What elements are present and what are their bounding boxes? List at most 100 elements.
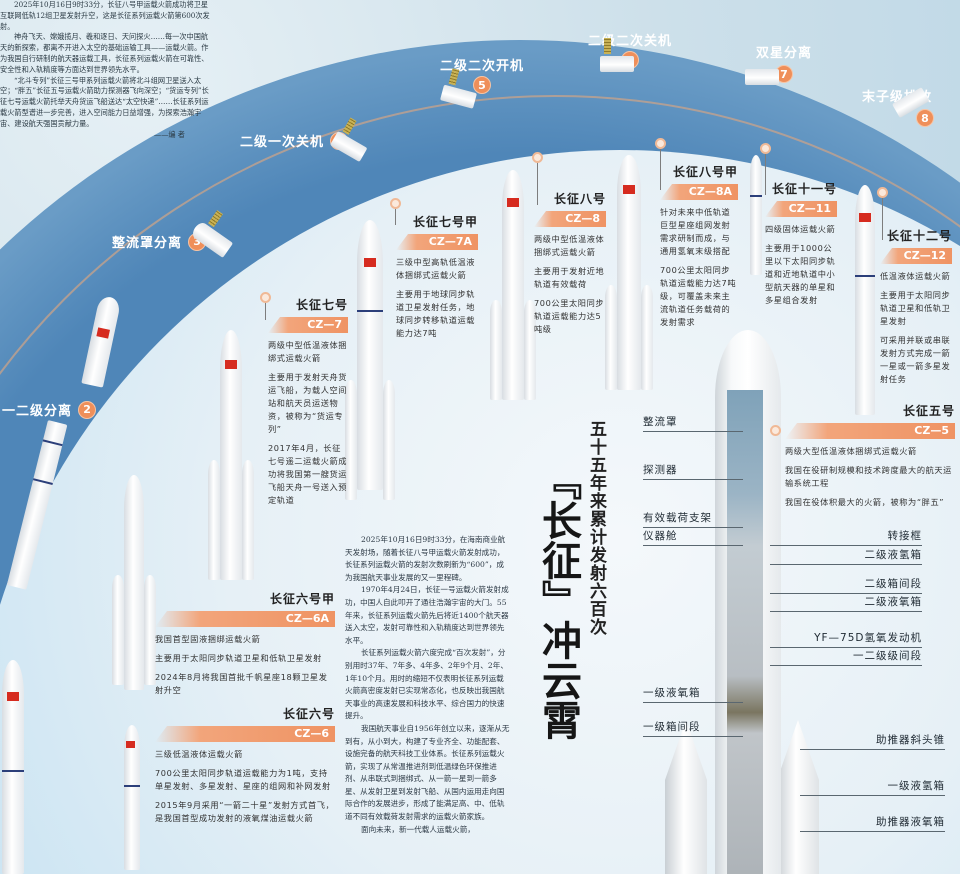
intro-paragraph: 神舟飞天、嫦娥揽月、羲和逐日、天问探火……每一次中国航天的新探索，都离不开进入太… (0, 32, 209, 74)
rocket-desc: 700公里太阳同步轨道运载能力达7吨级，可覆盖未来主流轨道任务载荷的发射需求 (660, 265, 737, 327)
label-payload-adapter: 有效载荷支架 (643, 510, 743, 528)
rocket-code: CZ—12 (880, 248, 952, 264)
rocket-desc: 低温液体运载火箭 (880, 271, 951, 281)
rocket-code: CZ—5 (785, 423, 955, 439)
label-booster-nose-cone: 助推器斜头锥 (800, 732, 945, 750)
rocket-desc: 两级中型低温液体捆绑式运载火箭 (268, 340, 348, 363)
connector-line (660, 145, 661, 190)
headline-subtitle: 五十五年来累计发射六百次 (586, 420, 606, 636)
rocket-desc: 主要用于发射近地轨道有效载荷 (534, 266, 605, 289)
rocket-desc: 我国在役研制规模和技术跨度最大的航天运输系统工程 (785, 465, 952, 488)
rocket-name: 长征七号 (295, 298, 348, 312)
rocket-code: CZ—8A (660, 184, 738, 200)
label-probe: 探测器 (643, 462, 743, 480)
label-adapter-frame: 转接框 (770, 528, 922, 546)
rocket-desc: 主要用于太阳同步轨道卫星和低轨卫星发射 (155, 653, 322, 663)
flight-step-5: 二级二次开机 5 (440, 55, 524, 94)
rocket-desc: 2015年9月采用“一箭二十星”发射方式首飞，是我国首型成功发射的液氧煤油运载火… (155, 800, 335, 823)
connector-line (395, 205, 396, 225)
card-cz7: 长征七号 CZ—7 两级中型低温液体捆绑式运载火箭 主要用于发射天舟货运飞船，为… (268, 296, 348, 507)
step-number-badge: 5 (473, 76, 491, 94)
flight-step-7: 双星分离 7 (756, 42, 812, 83)
rocket-code: CZ—8 (534, 211, 606, 227)
rocket-name: 长征六号 (282, 707, 335, 721)
article-paragraph: 2025年10月16日9时33分，在海南商业航天发射场，随着长征八号甲运载火箭发… (345, 535, 506, 582)
card-cz8a: 长征八号甲 CZ—8A 针对未来中低轨道巨型星座组网发射需求研制而成，与通用氢氧… (660, 163, 738, 329)
step-label: 整流罩分离 (112, 236, 183, 251)
rocket-name: 长征八号甲 (672, 165, 738, 179)
article-paragraph: 1970年4月24日，长征一号运载火箭发射成功，中国人自此叩开了通往浩瀚宇宙的大… (345, 585, 509, 645)
label-stage2-lox-tank: 二级液氧箱 (770, 594, 922, 612)
rocket-name: 长征八号 (553, 192, 606, 206)
step-number-badge: 8 (916, 109, 934, 127)
rocket-desc: 四级固体运载火箭 (765, 224, 836, 234)
label-interstage: 一二级级间段 (770, 648, 922, 666)
orbit-marker-dot (770, 425, 781, 436)
card-cz8: 长征八号 CZ—8 两级中型低温液体捆绑式运载火箭 主要用于发射近地轨道有效载荷… (534, 190, 606, 336)
card-cz12: 长征十二号 CZ—12 低温液体运载火箭 主要用于太阳同步轨道卫星和低轨卫星发射… (880, 227, 952, 386)
article-body: 2025年10月16日9时33分，在海南商业航天发射场，随着长征八号甲运载火箭发… (345, 534, 510, 836)
card-cz11: 长征十一号 CZ—11 四级固体运载火箭 主要用于1000公里以下太阳同步轨道和… (765, 180, 837, 307)
rocket-desc: 可采用并联或串联发射方式完成一箭一星或一箭多星发射任务 (880, 335, 951, 384)
label-stage2-intertank: 二级箱间段 (770, 576, 922, 594)
card-cz5: 长征五号 CZ—5 两级大型低温液体捆绑式运载火箭 我国在役研制规模和技术跨度最… (785, 402, 955, 509)
article-paragraph: 面向未来，新一代载人运载火箭， (361, 824, 475, 834)
rocket-code: CZ—11 (765, 201, 837, 217)
flight-step-2: 一二级分离 2 (2, 400, 97, 419)
rocket-code: CZ—7 (268, 317, 348, 333)
step-label: 双星分离 (756, 46, 813, 61)
intro-paragraph: 2025年10月16日9时33分，长征八号甲运载火箭成功将卫星互联网低轨12组卫… (0, 0, 210, 31)
label-fairing: 整流罩 (643, 414, 743, 432)
rocket-name: 长征十一号 (771, 182, 837, 196)
card-cz7a: 长征七号甲 CZ—7A 三级中型高轨低温液体捆绑式运载火箭 主要用于地球同步轨道… (396, 213, 478, 340)
rocket-desc: 主要用于地球同步轨道卫星发射任务，地球同步转移轨道运载能力达7吨 (396, 289, 476, 338)
intro-text: 2025年10月16日9时33分，长征八号甲运载火箭成功将卫星互联网低轨12组卫… (0, 0, 215, 140)
rocket-desc: 主要用于1000公里以下太阳同步轨道和近地轨道中小型航天器的单星和多星组合发射 (765, 243, 836, 305)
article-paragraph: 我国航天事业自1956年创立以来，逐渐从无到有，从小到大，构建了专业齐全、功能配… (345, 723, 510, 822)
rocket-desc: 700公里太阳同步轨道运载能力为1吨，支持单星发射、多星发射、星座的组网和补网发… (155, 768, 331, 791)
connector-line (882, 195, 883, 240)
article-paragraph: 长征系列运载火箭六度完成“百次发射”，分别用时37年、7年多、4年多、2年9个月… (345, 648, 508, 721)
cutaway-section (727, 390, 763, 874)
step-number-badge: 7 (775, 65, 793, 83)
rocket-desc: 主要用于发射天舟货运飞船，为载人空间站和航天员运送物资，被称为“货运专列” (268, 372, 348, 434)
connector-line (765, 150, 766, 195)
rocket-name: 长征十二号 (886, 229, 952, 243)
rocket-desc: 针对未来中低轨道巨型星座组网发射需求研制而成，与通用氢氧末级搭配 (660, 207, 731, 256)
card-cz6a: 长征六号甲 CZ—6A 我国首型固液捆绑运载火箭 主要用于太阳同步轨道卫星和低轨… (155, 590, 335, 697)
rocket-desc: 2024年8月将我国首批千帆星座18颗卫星发射升空 (155, 672, 328, 695)
rocket-name: 长征六号甲 (269, 592, 335, 606)
orbit-marker-dot (390, 198, 401, 209)
label-instrument-module: 仪器舱 (643, 528, 743, 546)
rocket-desc: 700公里太阳同步轨道运载能力达5吨级 (534, 298, 605, 334)
label-stage2-lh2-tank: 二级液氢箱 (770, 547, 922, 565)
orbit-marker-dot (760, 143, 771, 154)
rocket-code: CZ—6 (155, 726, 335, 742)
step-label: 二级二次开机 (440, 59, 525, 74)
label-stage1-lox-tank: 一级液氧箱 (643, 685, 743, 703)
orbit-marker-dot (532, 152, 543, 163)
connector-line (265, 300, 266, 320)
rocket-name: 长征七号甲 (412, 215, 478, 229)
rocket-desc: 三级中型高轨低温液体捆绑式运载火箭 (396, 257, 476, 280)
label-booster-lox-tank: 助推器液氧箱 (800, 814, 945, 832)
intro-paragraph: “北斗专列”长征三号甲系列运载火箭将北斗组网卫星送入太空；“胖五”长征五号运载火… (0, 75, 209, 128)
step-number-badge: 2 (78, 400, 97, 419)
step-label: 二级一次关机 (240, 135, 325, 150)
label-stage1-intertank: 一级箱间段 (643, 719, 743, 737)
rocket-code: CZ—7A (396, 234, 478, 250)
step-label: 一二级分离 (2, 404, 73, 419)
orbit-marker-dot (877, 187, 888, 198)
intro-signature: ——编 者 (153, 129, 185, 139)
rocket-name: 长征五号 (902, 404, 955, 418)
rocket-desc: 两级大型低温液体捆绑式运载火箭 (785, 446, 917, 456)
connector-line (537, 160, 538, 205)
rocket-desc: 主要用于太阳同步轨道卫星和低轨卫星发射 (880, 290, 951, 326)
rocket-desc: 2017年4月，长征七号遥二运载火箭成功将我国第一艘货运飞船天舟一号送入预定轨道 (268, 443, 348, 505)
rocket-desc: 我国首型固液捆绑运载火箭 (155, 634, 261, 644)
rocket-desc: 我国在役体积最大的火箭，被称为“胖五” (785, 497, 945, 507)
orbit-marker-dot (260, 292, 271, 303)
rocket-code: CZ—6A (155, 611, 335, 627)
step-label: 二级二次关机 (588, 34, 673, 49)
rocket-desc: 两级中型低温液体捆绑式运载火箭 (534, 234, 605, 257)
